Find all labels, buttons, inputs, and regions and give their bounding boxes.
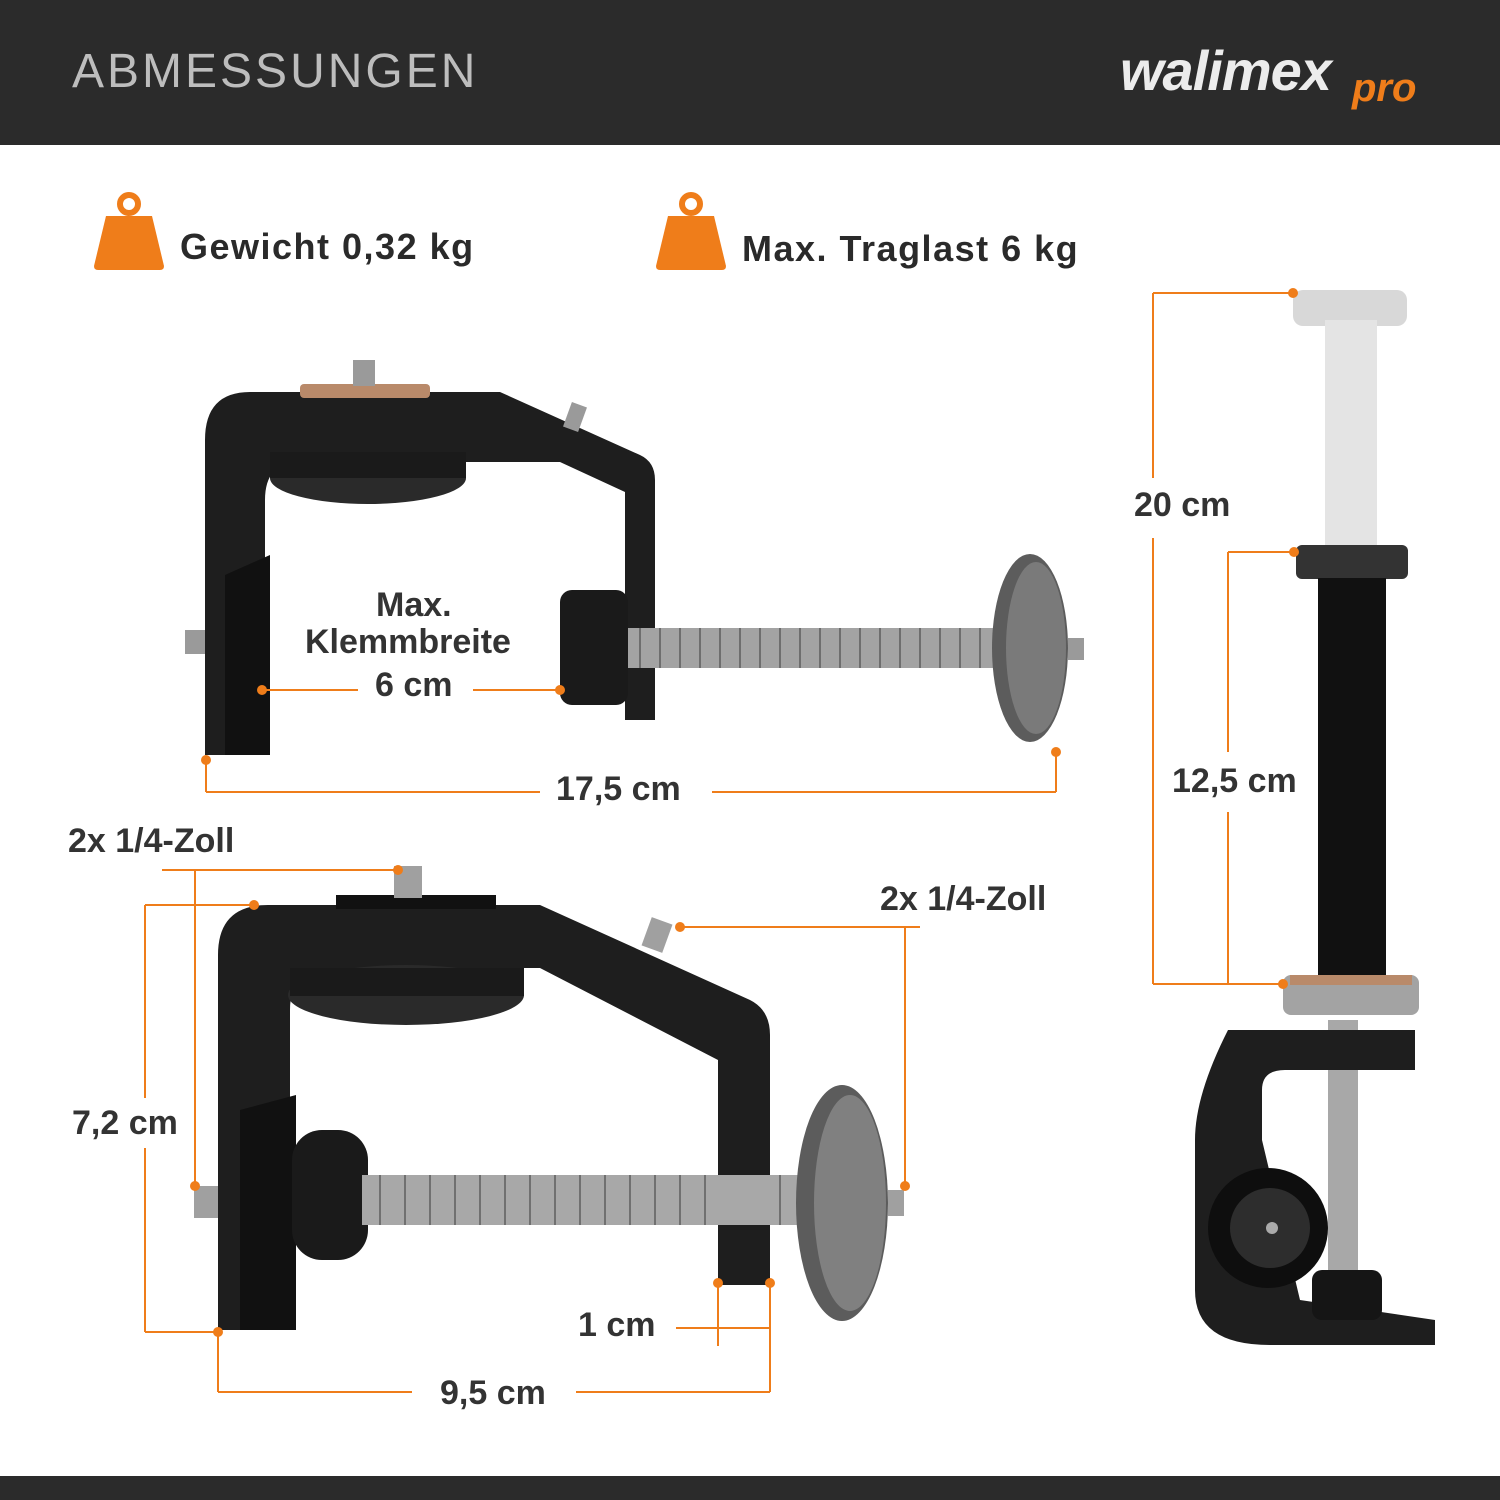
weight-icon (656, 192, 726, 270)
weight-spec: Gewicht 0,32 kg (180, 226, 475, 267)
height-label: 7,2 cm (72, 1104, 178, 1142)
clamp-width-label-3: 6 cm (375, 666, 453, 704)
clamp-width-label-1: Max. (376, 586, 452, 624)
total-length-label: 17,5 cm (556, 770, 681, 808)
jaw-depth-label: 1 cm (578, 1306, 656, 1344)
header-bar: ABMESSUNGEN walimex pro (0, 0, 1500, 145)
base-width-label: 9,5 cm (440, 1374, 546, 1412)
clamp-bottom-view (194, 866, 904, 1330)
clamp-width-label-2: Klemmbreite (305, 623, 511, 661)
clamp-top-view (185, 360, 1084, 755)
weight-icon (94, 192, 164, 270)
page-title: ABMESSUNGEN (72, 45, 479, 98)
dimension-lines (144, 292, 1294, 1393)
max-load-spec: Max. Traglast 6 kg (742, 228, 1080, 269)
thread-right-label: 2x 1/4-Zoll (880, 880, 1047, 918)
extension-rod-label: 12,5 cm (1172, 762, 1297, 800)
dimension-endpoints (190, 288, 1299, 1337)
extension-total-label: 20 cm (1134, 486, 1231, 524)
brand-name: walimex (1120, 39, 1332, 102)
thread-left-label: 2x 1/4-Zoll (68, 822, 235, 860)
footer-bar (0, 1476, 1500, 1500)
extension-rod-view (1195, 290, 1435, 1345)
brand-suffix: pro (1352, 66, 1417, 110)
